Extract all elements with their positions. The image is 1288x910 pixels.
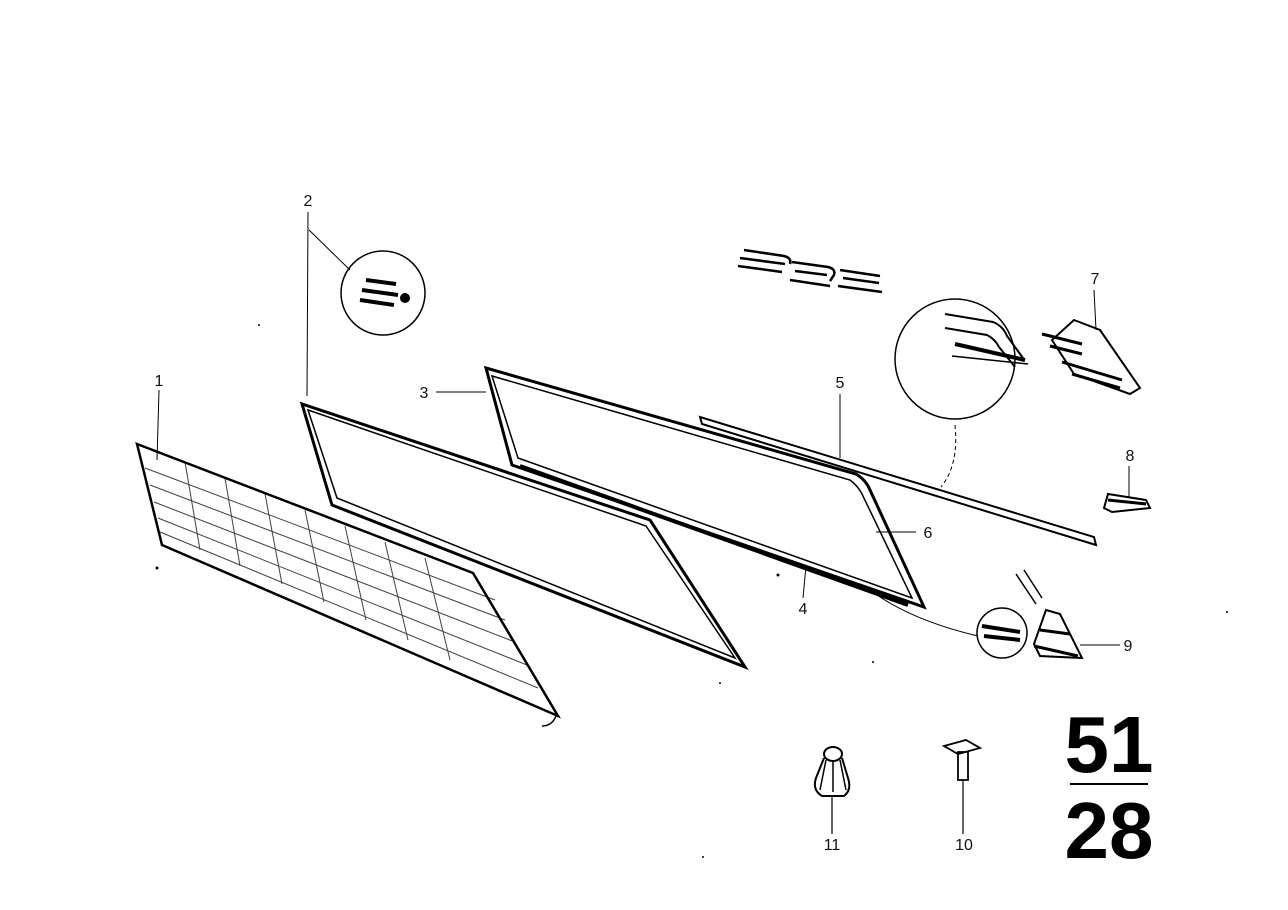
corner-trim bbox=[1041, 318, 1142, 396]
callout-3: 3 bbox=[420, 385, 429, 402]
model-emblem bbox=[737, 248, 883, 294]
callout-8: 8 bbox=[1126, 448, 1135, 465]
leader-lines bbox=[156, 211, 1130, 646]
lower-seal-strip bbox=[519, 464, 909, 607]
glass-frame bbox=[483, 365, 927, 610]
scan-specks bbox=[155, 324, 1228, 858]
callout-7: 7 bbox=[1091, 271, 1100, 288]
callout-6: 6 bbox=[924, 525, 933, 542]
trim-strip bbox=[698, 415, 1098, 547]
callout-2: 2 bbox=[304, 193, 313, 210]
callout-5: 5 bbox=[836, 375, 845, 392]
trim-detail-circle bbox=[894, 298, 1029, 488]
callouts: 1 2 3 4 5 6 7 8 9 10 11 bbox=[155, 193, 1135, 854]
trim-clip bbox=[1102, 492, 1152, 514]
emblem-detail-circle bbox=[340, 250, 426, 336]
callout-9: 9 bbox=[1124, 638, 1133, 655]
push-rivet bbox=[813, 746, 851, 834]
group-number: 51 28 bbox=[1065, 700, 1154, 875]
callout-1: 1 bbox=[155, 373, 164, 390]
group-number-bottom: 28 bbox=[1065, 786, 1154, 875]
callout-10: 10 bbox=[955, 837, 973, 854]
group-number-top: 51 bbox=[1065, 700, 1154, 789]
callout-11: 11 bbox=[824, 837, 841, 854]
callout-4: 4 bbox=[799, 601, 808, 618]
grille-panel bbox=[135, 441, 562, 727]
outer-frame bbox=[299, 401, 749, 671]
t-clip bbox=[941, 739, 983, 834]
lower-corner-trim bbox=[869, 569, 1084, 660]
